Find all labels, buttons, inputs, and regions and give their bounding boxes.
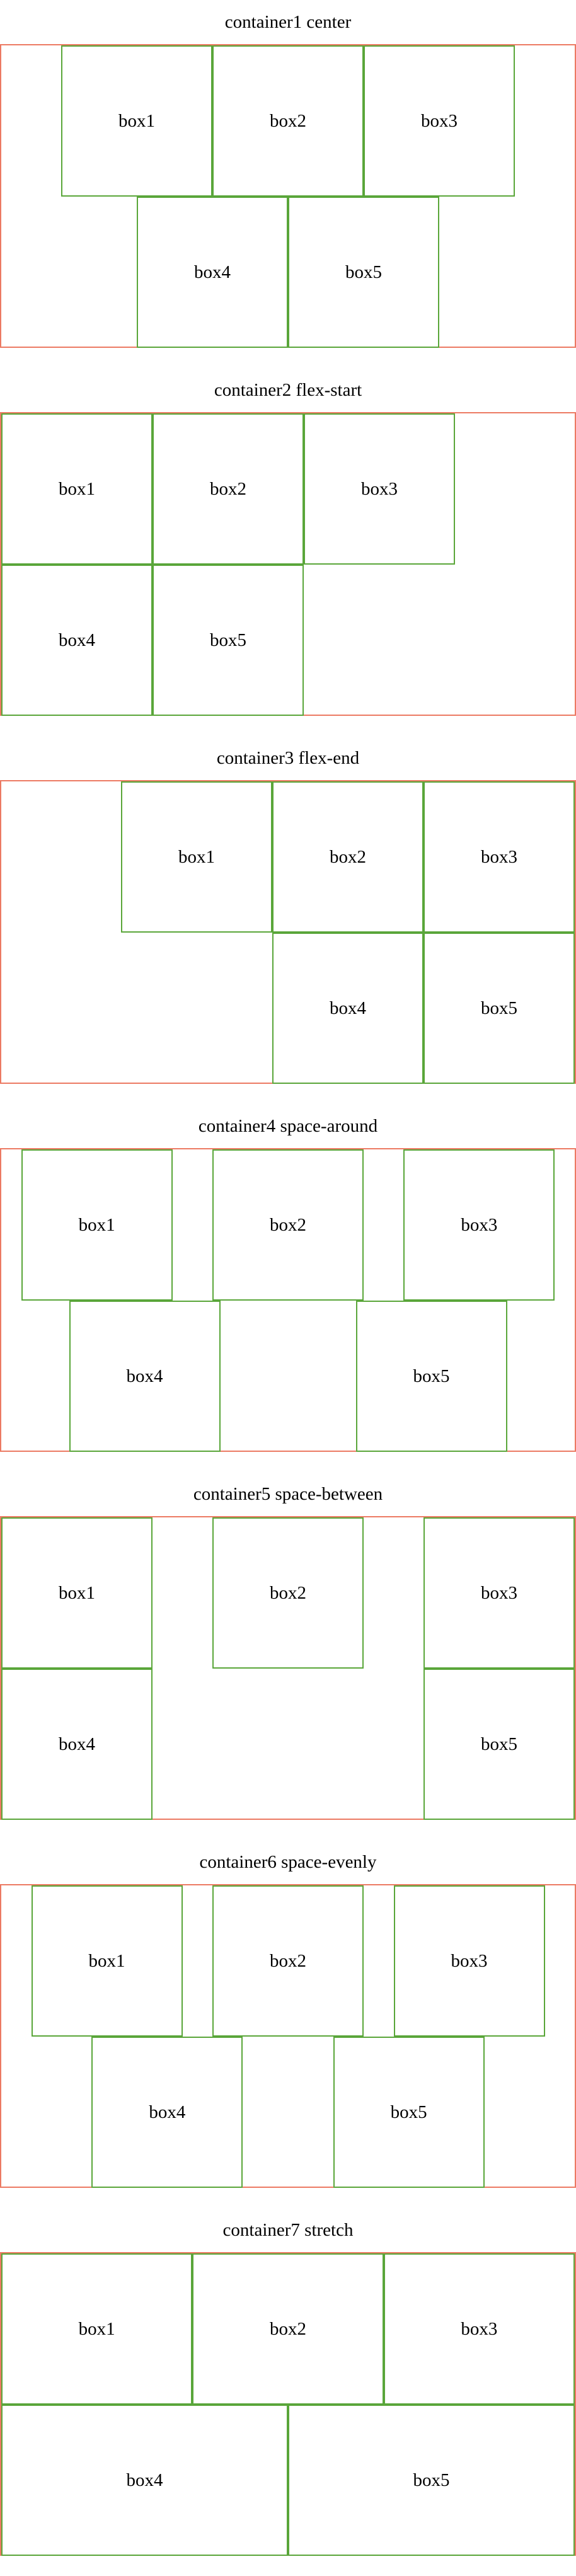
box-5: box5 bbox=[288, 197, 439, 348]
box-2: box2 bbox=[212, 45, 364, 197]
flex-container-stretch: box1 box2 box3 box4 box5 bbox=[0, 2252, 576, 2556]
box-1: box1 bbox=[31, 1885, 183, 2037]
flex-container-center: box1 box2 box3 box4 box5 bbox=[0, 44, 576, 348]
box-1: box1 bbox=[1, 2253, 193, 2405]
box-2: box2 bbox=[212, 1149, 364, 1301]
box-5: box5 bbox=[355, 1301, 507, 1452]
section-title: container3 flex-end bbox=[216, 748, 360, 768]
box-3: box3 bbox=[383, 2253, 575, 2405]
section-title: container6 space-evenly bbox=[199, 1852, 377, 1872]
box-2: box2 bbox=[192, 2253, 384, 2405]
box-5: box5 bbox=[423, 1669, 575, 1820]
box-2: box2 bbox=[212, 1517, 364, 1669]
flex-container-flex-end: box1 box2 box3 box4 box5 bbox=[0, 780, 576, 1084]
box-1: box1 bbox=[61, 45, 212, 197]
flex-container-flex-start: box1 box2 box3 box4 box5 bbox=[0, 412, 576, 716]
box-1: box1 bbox=[1, 1517, 153, 1669]
box-4: box4 bbox=[137, 197, 288, 348]
box-5: box5 bbox=[288, 2405, 575, 2556]
section-title: container4 space-around bbox=[198, 1116, 378, 1136]
box-3: box3 bbox=[393, 1885, 545, 2037]
box-4: box4 bbox=[1, 1669, 153, 1820]
box-2: box2 bbox=[272, 781, 423, 933]
box-4: box4 bbox=[1, 2405, 288, 2556]
section-title: container2 flex-start bbox=[214, 380, 362, 400]
box-1: box1 bbox=[21, 1149, 173, 1301]
box-3: box3 bbox=[423, 1517, 575, 1669]
box-2: box2 bbox=[212, 1885, 364, 2037]
box-5: box5 bbox=[423, 933, 575, 1084]
box-2: box2 bbox=[153, 413, 304, 565]
box-4: box4 bbox=[272, 933, 423, 1084]
section-title: container5 space-between bbox=[193, 1484, 383, 1504]
box-5: box5 bbox=[153, 565, 304, 716]
flex-container-space-around: box1 box2 box3 box4 box5 bbox=[0, 1148, 576, 1452]
box-1: box1 bbox=[1, 413, 153, 565]
box-4: box4 bbox=[1, 565, 153, 716]
section-title: container7 stretch bbox=[222, 2220, 354, 2240]
box-5: box5 bbox=[333, 2037, 485, 2188]
box-4: box4 bbox=[91, 2037, 243, 2188]
box-3: box3 bbox=[423, 781, 575, 933]
flex-container-space-evenly: box1 box2 box3 box4 box5 bbox=[0, 1884, 576, 2188]
box-4: box4 bbox=[69, 1301, 221, 1452]
box-1: box1 bbox=[121, 781, 272, 933]
section-title: container1 center bbox=[224, 12, 352, 32]
box-3: box3 bbox=[304, 413, 455, 565]
box-3: box3 bbox=[364, 45, 515, 197]
flex-container-space-between: box1 box2 box3 box4 box5 bbox=[0, 1516, 576, 1820]
box-3: box3 bbox=[403, 1149, 555, 1301]
